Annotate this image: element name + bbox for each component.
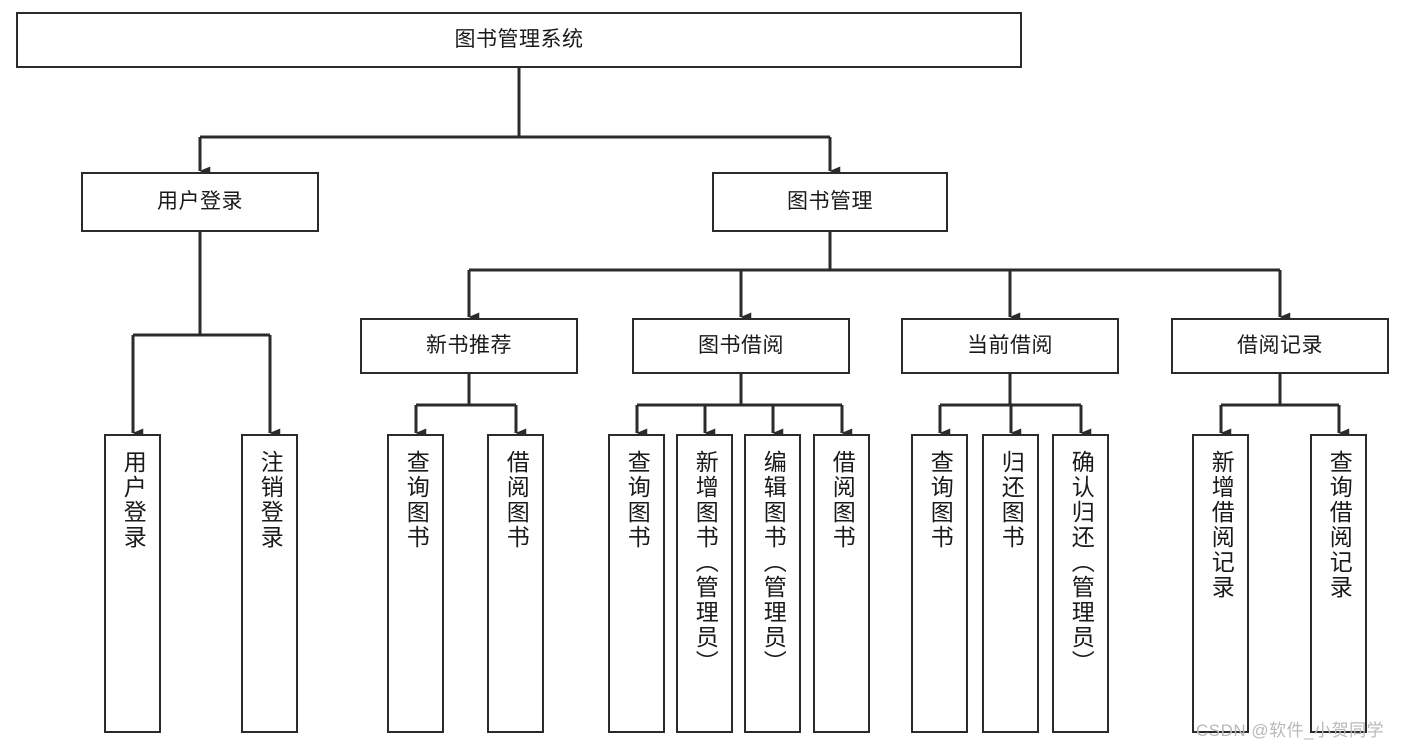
- node-leaf-add-record[interactable]: 新增借阅记录: [1192, 434, 1249, 733]
- node-user-login[interactable]: 用户登录: [81, 172, 319, 232]
- node-label: 借阅记录: [1237, 333, 1323, 357]
- node-borrow-record[interactable]: 借阅记录: [1171, 318, 1389, 374]
- node-book-borrow[interactable]: 图书借阅: [632, 318, 850, 374]
- node-leaf-query-book-2[interactable]: 查询图书: [608, 434, 665, 733]
- node-label: 用户登录: [157, 189, 243, 213]
- node-label: 借阅图书: [503, 450, 530, 550]
- node-leaf-confirm-return[interactable]: 确认归还（管理员）: [1052, 434, 1109, 733]
- node-leaf-return-book[interactable]: 归还图书: [982, 434, 1039, 733]
- node-label: 图书借阅: [698, 333, 784, 357]
- node-label: 注销登录: [257, 450, 284, 550]
- node-leaf-user-login[interactable]: 用户登录: [104, 434, 161, 733]
- node-leaf-query-book-3[interactable]: 查询图书: [911, 434, 968, 733]
- node-label: 当前借阅: [967, 333, 1053, 357]
- node-leaf-logout[interactable]: 注销登录: [241, 434, 298, 733]
- node-label: 用户登录: [120, 450, 147, 550]
- node-leaf-edit-book[interactable]: 编辑图书（管理员）: [744, 434, 801, 733]
- node-leaf-add-book[interactable]: 新增图书（管理员）: [676, 434, 733, 733]
- node-label: 编辑图书（管理员）: [760, 450, 787, 675]
- node-label: 查询图书: [624, 450, 651, 550]
- node-label: 图书管理系统: [454, 27, 584, 51]
- node-label: 新书推荐: [426, 333, 512, 357]
- node-label: 确认归还（管理员）: [1068, 450, 1095, 675]
- node-leaf-query-record[interactable]: 查询借阅记录: [1310, 434, 1367, 733]
- node-label: 新增图书（管理员）: [692, 450, 719, 675]
- node-label: 借阅图书: [829, 450, 856, 550]
- node-label: 图书管理: [787, 189, 873, 213]
- node-leaf-borrow-book-2[interactable]: 借阅图书: [813, 434, 870, 733]
- node-book-manage[interactable]: 图书管理: [712, 172, 948, 232]
- node-new-book-recommend[interactable]: 新书推荐: [360, 318, 578, 374]
- node-label: 查询图书: [403, 450, 430, 550]
- node-label: 新增借阅记录: [1208, 450, 1235, 600]
- node-root[interactable]: 图书管理系统: [16, 12, 1022, 68]
- node-leaf-query-book-1[interactable]: 查询图书: [387, 434, 444, 733]
- node-label: 查询借阅记录: [1326, 450, 1353, 600]
- node-label: 查询图书: [927, 450, 954, 550]
- node-current-borrow[interactable]: 当前借阅: [901, 318, 1119, 374]
- node-leaf-borrow-book-1[interactable]: 借阅图书: [487, 434, 544, 733]
- watermark-text: CSDN @软件_小贺同学: [1196, 721, 1385, 740]
- node-label: 归还图书: [998, 450, 1025, 550]
